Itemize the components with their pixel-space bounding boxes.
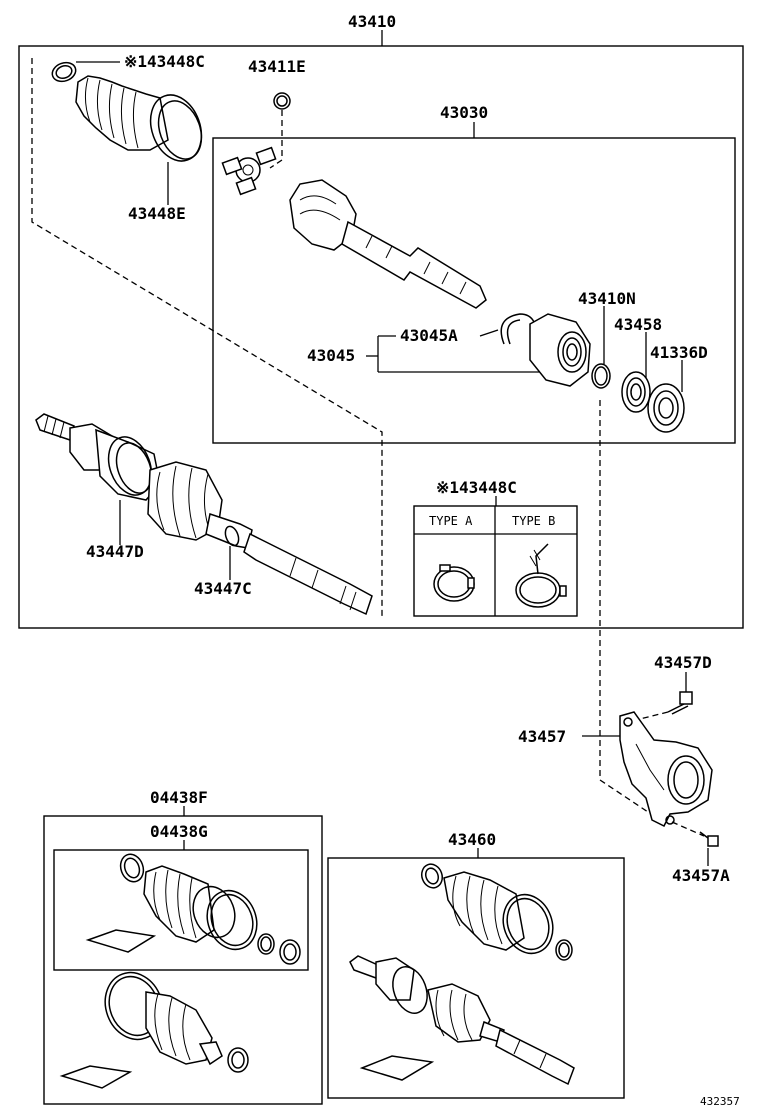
snap-ring-e-part: 43411E (248, 57, 306, 169)
bearing-bracket-group: 43457D 43457 43457A (518, 653, 730, 885)
label-43411e[interactable]: 43411E (248, 57, 306, 76)
dashed-guide-left (31, 58, 383, 618)
tripod-spider-part (221, 146, 277, 196)
outboard-shaft-part: 43447D 43447C (35, 413, 373, 616)
label-43410[interactable]: 43410 (348, 12, 396, 31)
bearing-part: 43458 (614, 315, 662, 413)
boot-kit-f-group: 04438F 04438G (43, 788, 323, 1105)
kit-g-parts (85, 853, 301, 965)
kit-43460-parts (349, 863, 575, 1086)
dashed-guide-snapring (269, 110, 283, 169)
bracket-bolt-d-part (667, 691, 693, 715)
label-43457[interactable]: 43457 (518, 727, 566, 746)
label-43457d[interactable]: 43457D (654, 653, 712, 672)
kit-43460-frame (327, 857, 625, 1099)
label-43448e[interactable]: 43448E (128, 204, 186, 223)
label-43448c-top[interactable]: ※143448C (124, 52, 205, 71)
label-43030[interactable]: 43030 (440, 103, 488, 122)
label-43045[interactable]: 43045 (307, 346, 355, 365)
snap-ring-n-part: 43410N (578, 289, 636, 389)
label-43045a[interactable]: 43045A (400, 326, 458, 345)
label-43458[interactable]: 43458 (614, 315, 662, 334)
label-43460[interactable]: 43460 (448, 830, 496, 849)
legend-type-b: TYPE B (512, 514, 555, 528)
bracket-bolt-a-part (671, 821, 719, 847)
clamp-type-b-icon (515, 543, 567, 608)
clamp-type-legend: ※143448C TYPE A TYPE B (413, 478, 578, 617)
clamp-type-a-icon (433, 564, 475, 602)
label-04438g[interactable]: 04438G (150, 822, 208, 841)
dust-deflector-part: 41336D (647, 343, 708, 433)
boot-clamp-small-part: ※143448C (51, 52, 205, 83)
label-43410n[interactable]: 43410N (578, 289, 636, 308)
diagram-number: 432357 (700, 1095, 740, 1108)
dashed-guide-bolt (635, 711, 669, 721)
kit-f-frame (43, 815, 323, 1105)
outboard-boot-top-part: 43448E (75, 75, 203, 223)
label-04438f[interactable]: 04438F (150, 788, 208, 807)
kit-g-frame (53, 849, 309, 971)
bearing-retainer-part (529, 313, 591, 387)
label-43447d[interactable]: 43447D (86, 542, 144, 561)
label-43447c[interactable]: 43447C (194, 579, 252, 598)
kit-f-parts (59, 971, 249, 1089)
drive-shaft-assembly-group: 43410 (18, 12, 744, 629)
retainer-callout: 43045 43045A (307, 326, 540, 373)
label-41336d[interactable]: 41336D (650, 343, 708, 362)
label-43457a[interactable]: 43457A (672, 866, 730, 885)
legend-type-a: TYPE A (429, 514, 473, 528)
assembly-frame (18, 45, 744, 629)
label-legend-43448c[interactable]: ※143448C (436, 478, 517, 497)
dashed-guide-right (599, 400, 661, 821)
inboard-outer-race-part (289, 179, 487, 309)
boot-kit-43460-group: 43460 (327, 830, 625, 1099)
retainer-snap-ring-part (500, 313, 535, 345)
bracket-part (619, 711, 713, 828)
inboard-joint-group: 43030 (212, 103, 736, 444)
